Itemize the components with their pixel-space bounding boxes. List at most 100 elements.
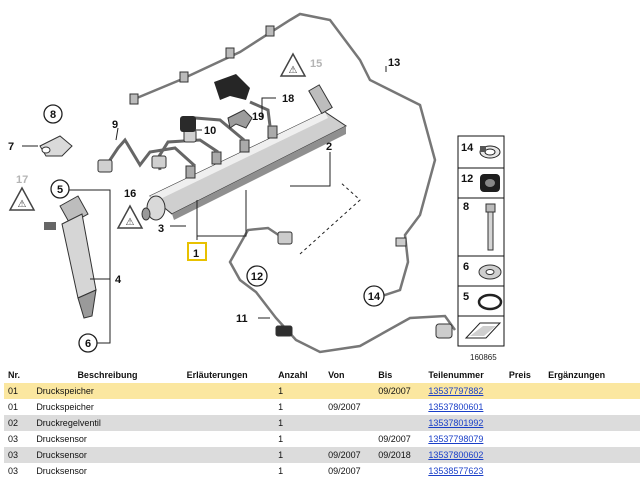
- cell-von: 09/2007: [324, 463, 375, 479]
- cell-teilenummer: 13537797882: [424, 383, 505, 399]
- cell-anzahl: 1: [274, 399, 325, 415]
- cell-beschreibung: Drucksensor: [32, 431, 183, 447]
- side-panel: [457, 135, 505, 347]
- cell-erlaeuterungen: [182, 399, 275, 415]
- cell-ergaenzungen: [544, 399, 640, 415]
- callout-18[interactable]: 18: [282, 93, 294, 105]
- callout-15[interactable]: 15: [310, 58, 322, 70]
- cell-anzahl: 1: [274, 383, 325, 399]
- callout-7[interactable]: 7: [8, 141, 14, 153]
- callout-ring-14[interactable]: 14: [363, 285, 385, 307]
- svg-text:5: 5: [57, 184, 63, 196]
- part-number-link[interactable]: 13537797882: [428, 386, 484, 396]
- cell-beschreibung: Druckspeicher: [32, 383, 183, 399]
- header-preis: Preis: [508, 370, 531, 380]
- parts-table: Nr. Beschreibung Erläuterungen Anzahl Vo…: [4, 367, 640, 479]
- injector: [44, 195, 97, 319]
- callout-9[interactable]: 9: [112, 119, 118, 131]
- callout-1[interactable]: 1: [193, 248, 199, 260]
- part-number-link[interactable]: 13537800601: [428, 402, 484, 412]
- cell-bis: [374, 415, 425, 431]
- svg-text:8: 8: [50, 109, 56, 121]
- cell-preis: [504, 383, 545, 399]
- callout-ring-6[interactable]: 6: [78, 333, 98, 353]
- header-teilenummer: Teilenummer: [428, 370, 484, 380]
- warning-triangle-icon-16: ⚠: [116, 204, 144, 229]
- common-rail: [141, 84, 347, 221]
- cell-von: [324, 431, 375, 447]
- cell-nr: 03: [4, 447, 33, 463]
- bracket-8: [39, 135, 73, 157]
- injector-line-fittings: [97, 129, 197, 173]
- cell-nr: 03: [4, 431, 33, 447]
- callout-19[interactable]: 19: [252, 111, 264, 123]
- cell-beschreibung: Drucksensor: [32, 463, 183, 479]
- cell-erlaeuterungen: [182, 447, 275, 463]
- cell-preis: [504, 415, 545, 431]
- callout-ring-12[interactable]: 12: [246, 265, 268, 287]
- cell-bis: 09/2007: [374, 383, 425, 399]
- header-bis: Bis: [378, 370, 393, 380]
- reference-number: 160865: [470, 353, 497, 362]
- header-ergaenzungen: Ergänzungen: [548, 370, 606, 380]
- grommet-icon: [480, 174, 500, 192]
- hose-clamp-icon: [479, 145, 501, 159]
- cell-anzahl: 1: [274, 463, 325, 479]
- part-number-link[interactable]: 13537798079: [428, 434, 484, 444]
- line-clips: [129, 25, 275, 105]
- cell-ergaenzungen: [544, 447, 640, 463]
- cell-bis: [374, 399, 425, 415]
- cell-anzahl: 1: [274, 431, 325, 447]
- bracket-18: [214, 74, 250, 100]
- callout-16[interactable]: 16: [124, 188, 136, 200]
- callout-17[interactable]: 17: [16, 174, 28, 186]
- svg-text:6: 6: [85, 338, 91, 350]
- cell-teilenummer: 13537800601: [424, 399, 505, 415]
- header-beschreibung: Beschreibung: [77, 370, 138, 380]
- cell-teilenummer: 13537798079: [424, 431, 505, 447]
- bolt-icon: [485, 203, 496, 251]
- parts-diagram: 14 12 8 6 5 160865: [8, 12, 505, 362]
- cell-ergaenzungen: [544, 383, 640, 399]
- cell-von: [324, 415, 375, 431]
- cell-teilenummer: 13538577623: [424, 463, 505, 479]
- cell-bis: [374, 463, 425, 479]
- side-label-8: 8: [463, 201, 469, 213]
- part-number-link[interactable]: 13538577623: [428, 466, 484, 476]
- cell-preis: [504, 463, 545, 479]
- callout-11[interactable]: 11: [236, 313, 248, 325]
- washer-icon: [478, 264, 502, 280]
- line-fittings-lower: [275, 231, 453, 339]
- bracket-19: [227, 109, 253, 129]
- selected-callout-frame: [187, 242, 207, 261]
- svg-text:14: 14: [368, 291, 381, 303]
- cell-teilenummer: 13537800602: [424, 447, 505, 463]
- warning-triangle-icon-15: ⚠: [279, 52, 307, 77]
- callout-13[interactable]: 13: [388, 57, 400, 69]
- rail-connectors: [185, 125, 278, 179]
- part-number-link[interactable]: 13537800602: [428, 450, 484, 460]
- cell-preis: [504, 447, 545, 463]
- cell-von: 09/2007: [324, 447, 375, 463]
- part-number-link[interactable]: 13537801992: [428, 418, 484, 428]
- injector-seal-10: [180, 116, 196, 132]
- callout-2[interactable]: 2: [326, 141, 332, 153]
- leader-lines: [22, 66, 387, 344]
- cell-anzahl: 1: [274, 447, 325, 463]
- dashed-guides: [299, 181, 361, 255]
- callout-4[interactable]: 4: [115, 274, 122, 286]
- callout-10[interactable]: 10: [204, 125, 216, 137]
- fuel-line-lower: [228, 226, 457, 354]
- seal-ring-icon: [477, 293, 503, 311]
- header-erlaeuterungen: Erläuterungen: [186, 370, 248, 380]
- callout-ring-5[interactable]: 5: [50, 179, 70, 199]
- arrow-symbol-icon: [464, 322, 502, 339]
- callout-3[interactable]: 3: [158, 223, 164, 235]
- callout-ring-8[interactable]: 8: [43, 104, 63, 124]
